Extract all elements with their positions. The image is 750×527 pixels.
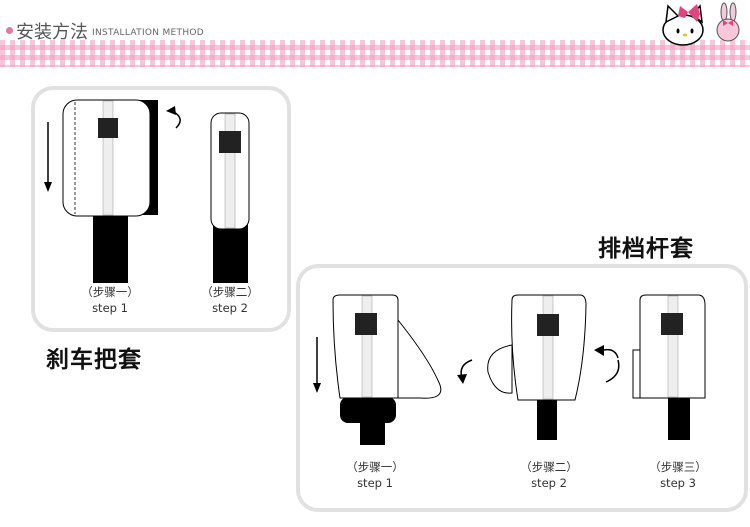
brake-cover-panel — [31, 86, 291, 332]
step-cn: （步骤一） — [346, 460, 404, 474]
brake-step2-illustration — [210, 112, 250, 283]
brake-step1-illustration — [44, 99, 181, 283]
gear-step3-label: （步骤三） step 3 — [633, 459, 723, 491]
step-en: step 3 — [660, 476, 696, 490]
brake-step1-label: （步骤一） step 1 — [65, 284, 155, 316]
gingham-banner — [0, 40, 750, 67]
kitty-mascot-icon — [662, 4, 704, 46]
brake-step2-label: （步骤二） step 2 — [185, 284, 275, 316]
gear-step2-label: （步骤二） step 2 — [504, 459, 594, 491]
step-en: step 1 — [92, 301, 128, 315]
gear-cover-panel — [296, 264, 748, 512]
brake-cover-title: 刹车把套 — [46, 347, 142, 373]
step-en: step 2 — [212, 301, 248, 315]
section-subtitle: INSTALLATION METHOD — [92, 28, 205, 38]
step-cn: （步骤二） — [201, 285, 259, 299]
gear-step1-illustration — [313, 294, 442, 445]
gear-step2-illustration — [457, 294, 620, 440]
step-cn: （步骤一） — [81, 285, 139, 299]
bunny-mascot-icon — [716, 2, 740, 42]
step-cn: （步骤二） — [520, 460, 578, 474]
step-en: step 2 — [531, 476, 567, 490]
gear-cover-title: 排档杆套 — [598, 236, 694, 262]
step-cn: （步骤三） — [649, 460, 707, 474]
step-en: step 1 — [357, 476, 393, 490]
gear-step3-illustration — [632, 294, 706, 440]
gear-step1-label: （步骤一） step 1 — [330, 459, 420, 491]
section-title: 安装方法 — [16, 22, 88, 43]
bullet-dot — [6, 27, 13, 34]
